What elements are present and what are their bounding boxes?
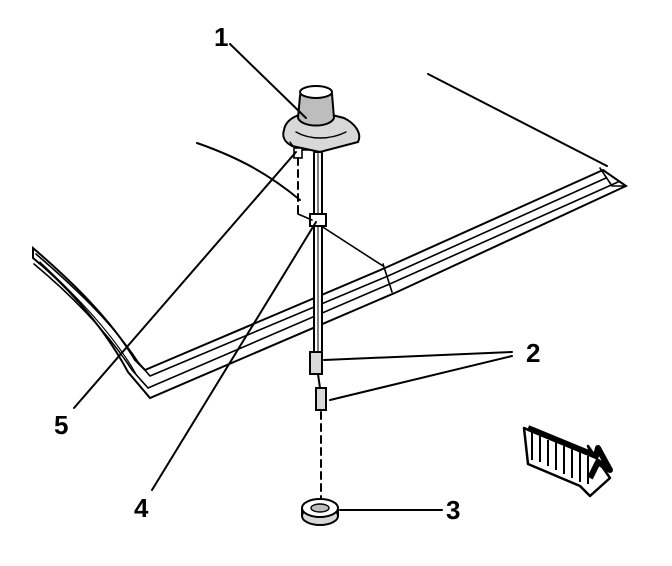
callout-5: 5 — [54, 410, 68, 440]
callout-1: 1 — [214, 22, 228, 52]
roof-reference-line — [317, 223, 384, 267]
leader-lines — [73, 43, 513, 511]
molding-line-3 — [39, 261, 137, 375]
roof-rear-edge-line — [427, 73, 608, 167]
callout-2: 2 — [526, 338, 540, 368]
leader-2b — [329, 355, 513, 401]
roof-panel — [32, 73, 629, 400]
cable-connector-lower — [315, 387, 327, 411]
leader-1 — [229, 43, 307, 119]
molding-end — [599, 167, 627, 187]
callout-4: 4 — [134, 493, 149, 523]
front-direction-arrow-icon — [522, 425, 613, 498]
cable-connector-upper — [309, 351, 323, 375]
leader-2a — [323, 351, 513, 361]
molding-line-2 — [33, 181, 619, 389]
roof-side-contour-line — [196, 142, 301, 201]
antenna-assembly — [282, 85, 361, 526]
cable-grommet — [301, 498, 339, 526]
callout-3: 3 — [446, 495, 460, 525]
molding-line-1 — [35, 177, 607, 377]
leader-4 — [151, 221, 317, 491]
leader-5 — [73, 151, 297, 409]
molding-seam — [382, 263, 393, 293]
